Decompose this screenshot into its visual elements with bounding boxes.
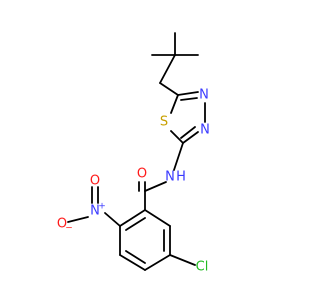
bond-ring-cl bbox=[169, 254, 196, 266]
nitro-plus-label: + bbox=[98, 202, 106, 212]
bond-ring-6-inner bbox=[125, 217, 146, 231]
bond-ring-3 bbox=[144, 254, 171, 271]
bond-ring-4-inner bbox=[125, 250, 146, 264]
nitro-oxygen-bottom-label: O bbox=[57, 217, 67, 232]
bond-ring-1 bbox=[144, 209, 171, 227]
bond-ring-nitro bbox=[104, 212, 121, 227]
amide-oxygen-label: O bbox=[137, 167, 147, 182]
nitro-nitrogen-label: N bbox=[90, 204, 100, 219]
amide-hydrogen-label: H bbox=[176, 170, 186, 185]
nitro-minus-label: − bbox=[65, 224, 73, 234]
bond-c2-s bbox=[170, 130, 184, 144]
bond-nitro-o-bottom bbox=[67, 216, 89, 223]
bond-n3-c2-b bbox=[180, 126, 196, 139]
bond-c5-n4-b bbox=[180, 97, 198, 101]
chlorine-label: Cl bbox=[196, 260, 209, 275]
bond-ring-4 bbox=[119, 254, 146, 271]
nitrogen-ring-2-label: N bbox=[200, 123, 210, 138]
nitro-oxygen-left-label: O bbox=[90, 174, 100, 189]
bond-s-c5 bbox=[170, 94, 179, 114]
amide-nitrogen-label: N bbox=[165, 170, 175, 185]
sulfur-label: S bbox=[160, 115, 168, 130]
bond-c2-nh bbox=[173, 142, 184, 171]
bond-ring-6 bbox=[119, 209, 146, 227]
bond-c5-n4-a bbox=[177, 91, 199, 96]
molecule-structure: S N N N H O O N + O − Cl bbox=[57, 32, 210, 275]
nitrogen-ring-1-label: N bbox=[199, 88, 209, 103]
bond-tbutyl-ch2 bbox=[159, 54, 176, 84]
bond-n3-c2-a bbox=[182, 131, 199, 144]
molecule-canvas: S N N N H O O N + O − Cl bbox=[57, 32, 210, 275]
bond-ch2-ring bbox=[159, 82, 179, 96]
bond-nh-carbonyl bbox=[144, 181, 167, 192]
